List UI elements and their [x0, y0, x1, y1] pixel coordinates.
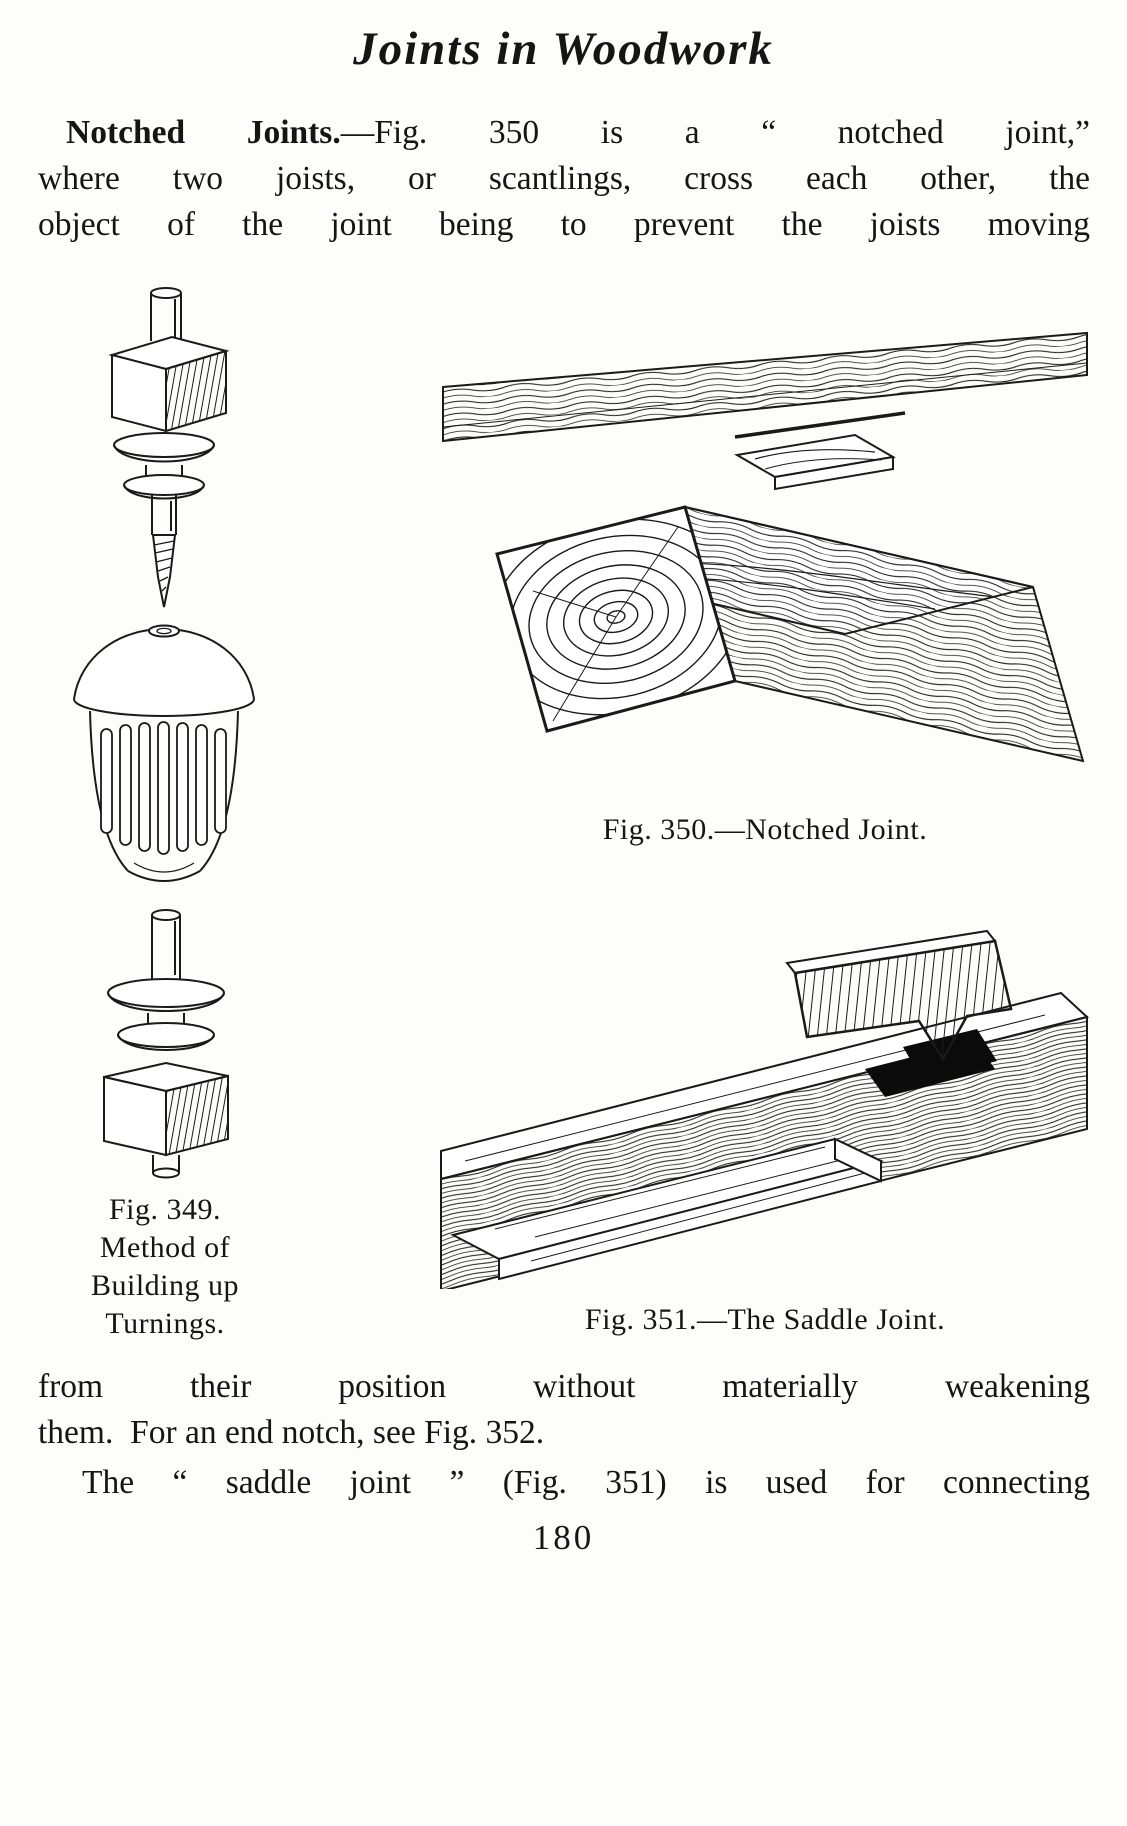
paragraph-line: object of the joint being to prevent the… — [38, 206, 1090, 243]
paragraph-line: The “ saddle joint ” (Fig. 351) is used … — [82, 1464, 1090, 1501]
paragraph-continuation: from their position without materially w… — [38, 1364, 1090, 1456]
figure-349: Fig. 349. Method of Building up Turnings… — [24, 279, 306, 1343]
notch-shadow — [903, 1029, 997, 1081]
fig-349-caption: Fig. 349. Method of Building up Turnings… — [24, 1191, 306, 1343]
screw-threads — [153, 540, 175, 592]
upper-member — [785, 929, 1013, 1062]
caption-line: Building up — [90, 1269, 239, 1302]
figure-351: Fig. 351.—The Saddle Joint. — [430, 929, 1100, 1339]
figures-section: Fig. 349. Method of Building up Turnings… — [0, 265, 1127, 1370]
page-number: 180 — [532, 1518, 595, 1557]
page-title: Joints in Woodwork — [353, 23, 774, 75]
fluted-cup — [73, 624, 255, 882]
paragraph-saddle-joint: The “ saddle joint ” (Fig. 351) is used … — [38, 1460, 1090, 1506]
fitted-board — [450, 1137, 884, 1281]
fig-349-illustration — [73, 287, 255, 1179]
fig-350-caption: Fig. 350.—Notched Joint. — [602, 813, 928, 846]
paragraph-line: them. For an end notch, see Fig. 352. — [38, 1414, 545, 1451]
notch-seat — [734, 433, 896, 491]
caption-line: Turnings. — [105, 1307, 225, 1340]
beam-side-face — [683, 505, 1085, 763]
fig-350-illustration — [442, 331, 1088, 763]
notched-beam — [495, 505, 1085, 763]
figure-350: Fig. 350.—Notched Joint. — [430, 329, 1100, 849]
cup-flutes — [100, 721, 227, 855]
fig-351-illustration — [440, 929, 1090, 1289]
paragraph-line: Notched Joints.—Fig. 350 is a “ notched … — [38, 110, 1090, 156]
fig-351-caption: Fig. 351.—The Saddle Joint. — [584, 1303, 946, 1336]
crossing-joist — [442, 331, 1088, 443]
paragraph-text: —Fig. 350 is a “ notched joint,” — [340, 114, 1090, 151]
paragraph-notched-joints: Notched Joints.—Fig. 350 is a “ notched … — [38, 110, 1090, 248]
paragraph-line: where two joists, or scantlings, cross e… — [38, 160, 1090, 197]
caption-line: Fig. 349. — [108, 1193, 222, 1226]
paragraph-line: from their position without materially w… — [38, 1368, 1090, 1405]
turned-base — [103, 909, 229, 1179]
notch-gap-line — [734, 411, 906, 439]
turned-finial — [108, 287, 230, 608]
paragraph-lead-bold: Notched Joints. — [66, 114, 341, 151]
caption-line: Method of — [99, 1231, 231, 1264]
